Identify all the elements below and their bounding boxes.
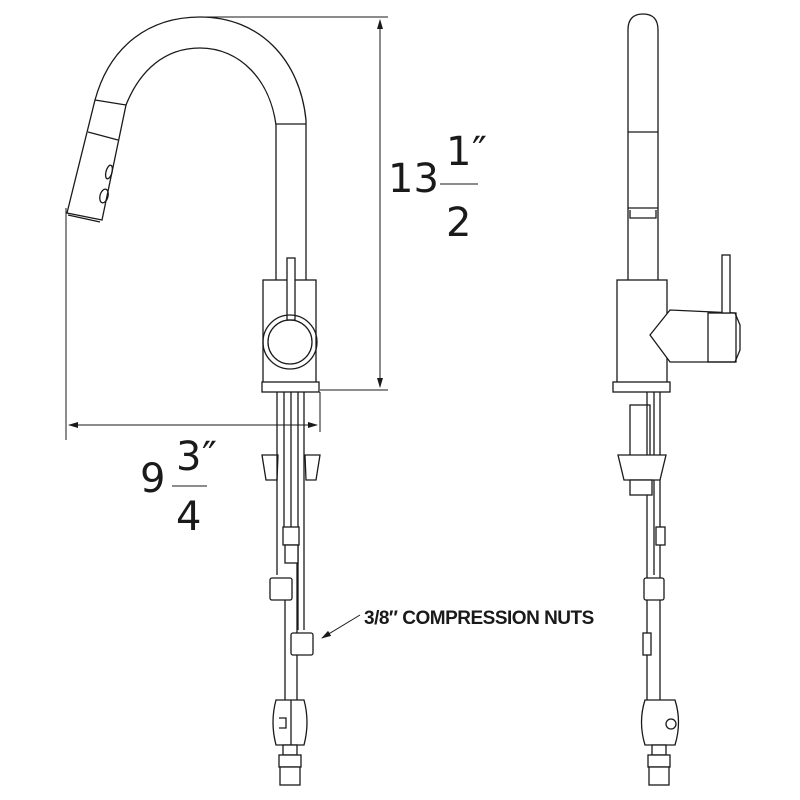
reach-whole: 9 xyxy=(140,456,165,502)
compression-nut-2 xyxy=(290,632,314,656)
reach-denominator: 4 xyxy=(176,494,201,540)
spout-inner xyxy=(125,47,277,280)
handle-lever xyxy=(286,257,296,321)
side-base-plate xyxy=(612,381,671,393)
side-handle-hub xyxy=(649,309,741,363)
reach-unit: ″ xyxy=(202,434,217,480)
front-view-faucet xyxy=(66,16,321,786)
supply-lines xyxy=(276,392,305,700)
side-handle-lever xyxy=(721,254,731,314)
height-denominator: 2 xyxy=(446,200,471,246)
mounting-cup-left xyxy=(261,454,279,481)
side-view-faucet xyxy=(612,13,741,786)
side-hose-weight xyxy=(640,699,680,746)
handle-cap xyxy=(267,319,313,365)
side-mounting-cup xyxy=(617,454,667,481)
hose-connector xyxy=(278,754,302,768)
height-whole: 13 xyxy=(388,156,439,202)
reach-dimension: 9 3 4 ″ xyxy=(65,208,321,540)
height-numerator: 1 xyxy=(446,129,471,175)
callout-label: 3/8″ COMPRESSION NUTS xyxy=(364,608,594,629)
pull-down-sprayer xyxy=(66,99,127,221)
spout-outer xyxy=(94,16,307,280)
side-spout xyxy=(627,13,659,280)
base-plate xyxy=(261,381,320,393)
height-unit: ″ xyxy=(472,129,487,175)
compression-nut-1 xyxy=(269,577,293,601)
height-dimension: 13 1 2 ″ xyxy=(200,16,487,391)
reach-numerator: 3 xyxy=(176,434,201,480)
mounting-cup-right xyxy=(304,454,321,481)
compression-nuts-callout: 3/8″ COMPRESSION NUTS xyxy=(321,608,594,639)
hose-weight xyxy=(272,699,308,746)
